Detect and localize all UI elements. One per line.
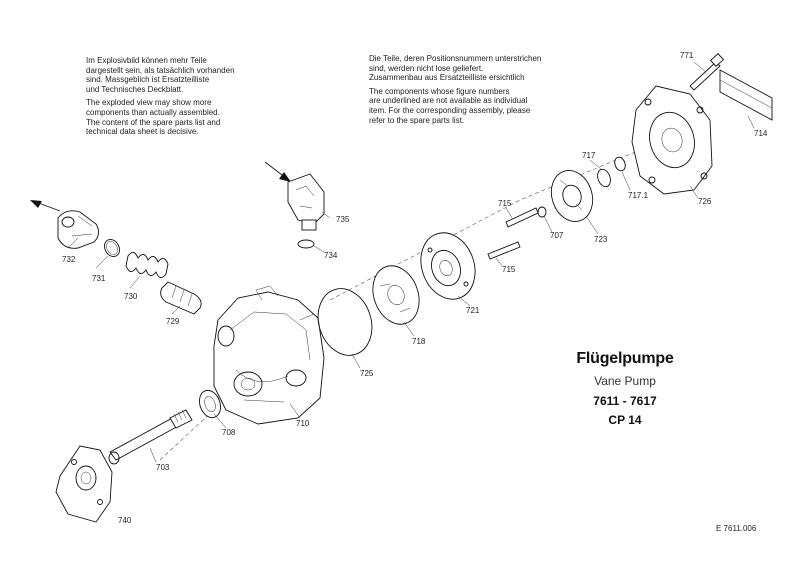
leader-lines	[67, 61, 755, 463]
part-label-703: 703	[156, 463, 170, 472]
part-740-flange	[55, 445, 113, 523]
model-range: 7611 - 7617	[593, 394, 657, 408]
note-left-german: Im Explosivbild können mehr Teile darges…	[86, 56, 235, 94]
part-715-pin-lower	[487, 241, 521, 260]
part-715-pin-upper	[505, 207, 539, 228]
part-723-rotor	[550, 170, 594, 222]
part-label-708: 708	[222, 428, 236, 437]
part-label-721: 721	[466, 306, 480, 315]
part-label-715-upper: 715	[498, 199, 512, 208]
note-right-german: Die Teile, deren Positionsnummern unters…	[369, 54, 542, 83]
part-703-shaft	[108, 409, 193, 465]
part-label-735: 735	[336, 215, 350, 224]
part-label-771: 771	[680, 51, 694, 60]
note-left: Im Explosivbild können mehr Teile darges…	[86, 56, 235, 141]
drawing-subtitle: Vane Pump	[594, 374, 656, 388]
part-731-ring	[104, 239, 120, 257]
arrow-down-icon	[264, 161, 291, 182]
part-label-714: 714	[754, 129, 768, 138]
part-label-731: 731	[92, 274, 106, 283]
part-label-730: 730	[124, 292, 138, 301]
part-725-oring	[317, 288, 373, 356]
part-label-710: 710	[296, 419, 310, 428]
part-726-cover	[631, 85, 713, 195]
part-label-726: 726	[698, 197, 712, 206]
part-label-717: 717	[582, 151, 596, 160]
part-label-725: 725	[360, 369, 374, 378]
part-708-seal	[199, 389, 221, 419]
part-label-732: 732	[62, 255, 76, 264]
note-right: Die Teile, deren Positionsnummern unters…	[369, 54, 541, 129]
part-label-717-1: 717.1	[628, 191, 649, 200]
note-right-english: The components whose figure numbers are …	[369, 86, 531, 125]
part-732-fitting	[57, 210, 99, 249]
note-left-english: The exploded view may show more componen…	[86, 98, 221, 137]
part-717-seal	[597, 168, 611, 188]
part-730-spring	[125, 252, 169, 278]
part-714-bracket	[719, 69, 773, 121]
part-717-1-ring	[614, 156, 626, 172]
part-771-screw	[689, 53, 725, 91]
part-label-707: 707	[550, 231, 564, 240]
part-label-729: 729	[166, 317, 180, 326]
document-reference: E 7611.006	[716, 524, 757, 533]
part-721-cam-ring	[420, 232, 476, 300]
part-707-ring	[537, 206, 547, 218]
part-729-piston	[160, 281, 202, 315]
title-block: Flügelpumpe Vane Pump 7611 - 7617 CP 14	[560, 350, 690, 427]
part-718-plate	[372, 265, 420, 325]
part-734-oring	[297, 239, 315, 249]
part-710-housing	[213, 285, 325, 425]
part-label-740: 740	[118, 516, 132, 525]
part-label-734: 734	[324, 251, 338, 260]
part-label-718: 718	[412, 337, 426, 346]
part-label-723: 723	[594, 235, 608, 244]
model-code: CP 14	[608, 413, 642, 427]
part-735-valve	[287, 173, 325, 231]
drawing-title: Flügelpumpe	[576, 350, 674, 367]
arrow-left-icon	[30, 200, 61, 212]
part-label-715-lower: 715	[502, 265, 516, 274]
